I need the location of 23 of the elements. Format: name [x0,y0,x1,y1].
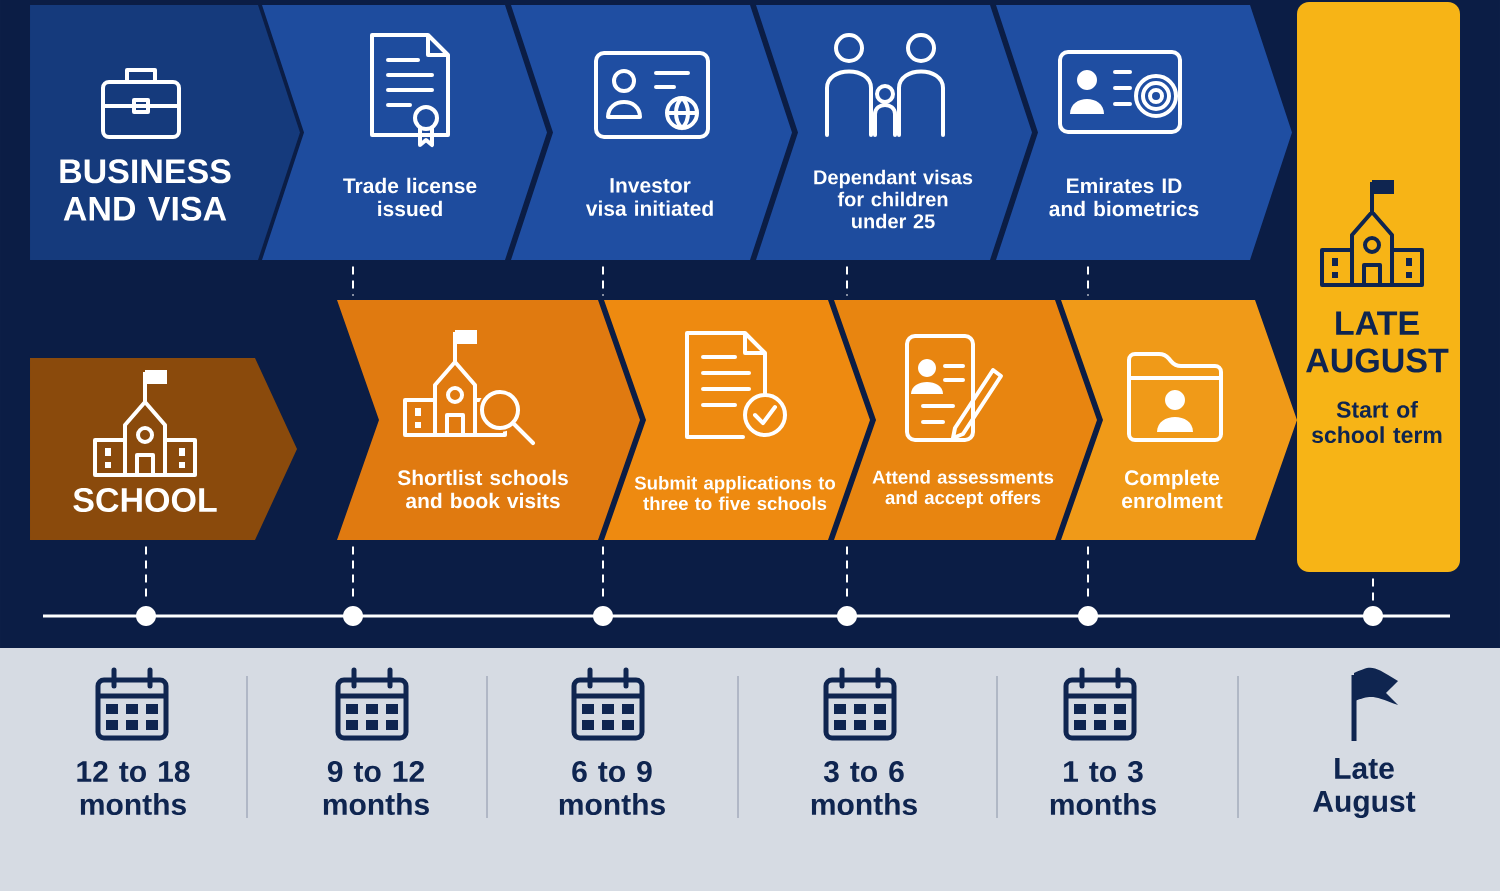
timeline-dot [343,606,363,626]
step-banner: Emirates ID and biometrics [996,5,1292,260]
timeframe-label: 12 to 18 months [77,760,190,816]
node-label: Trade license issued [343,177,477,217]
timeline-dot [1363,606,1383,626]
step-banner: Attend assessments and accept offers [834,300,1097,540]
step-banner: Investor visa initiated [511,5,792,260]
step-banner: Complete enrolment [1061,300,1297,540]
timeline-dot [1078,606,1098,626]
timeframe-label: 9 to 12 months [323,760,429,816]
timeframe-label: 1 to 3 months [1050,760,1156,816]
node-label: Dependant visas for children under 25 [814,169,973,229]
timeframe-label: 3 to 6 months [811,760,917,816]
timeframe-label: 6 to 9 months [559,760,665,816]
step-banner: Dependant visas for children under 25 [756,5,1032,260]
timeline-dot [837,606,857,626]
timeline-dot [136,606,156,626]
node-label: Emirates ID and biometrics [1049,177,1199,217]
highlight-box: LATE AUGUST Start of school term [1297,2,1460,572]
timeframe-label: Late August [1313,758,1416,818]
node-label: Investor visa initiated [585,178,713,216]
timeline-dot [593,606,613,626]
step-banner: Trade license issued [262,5,547,260]
